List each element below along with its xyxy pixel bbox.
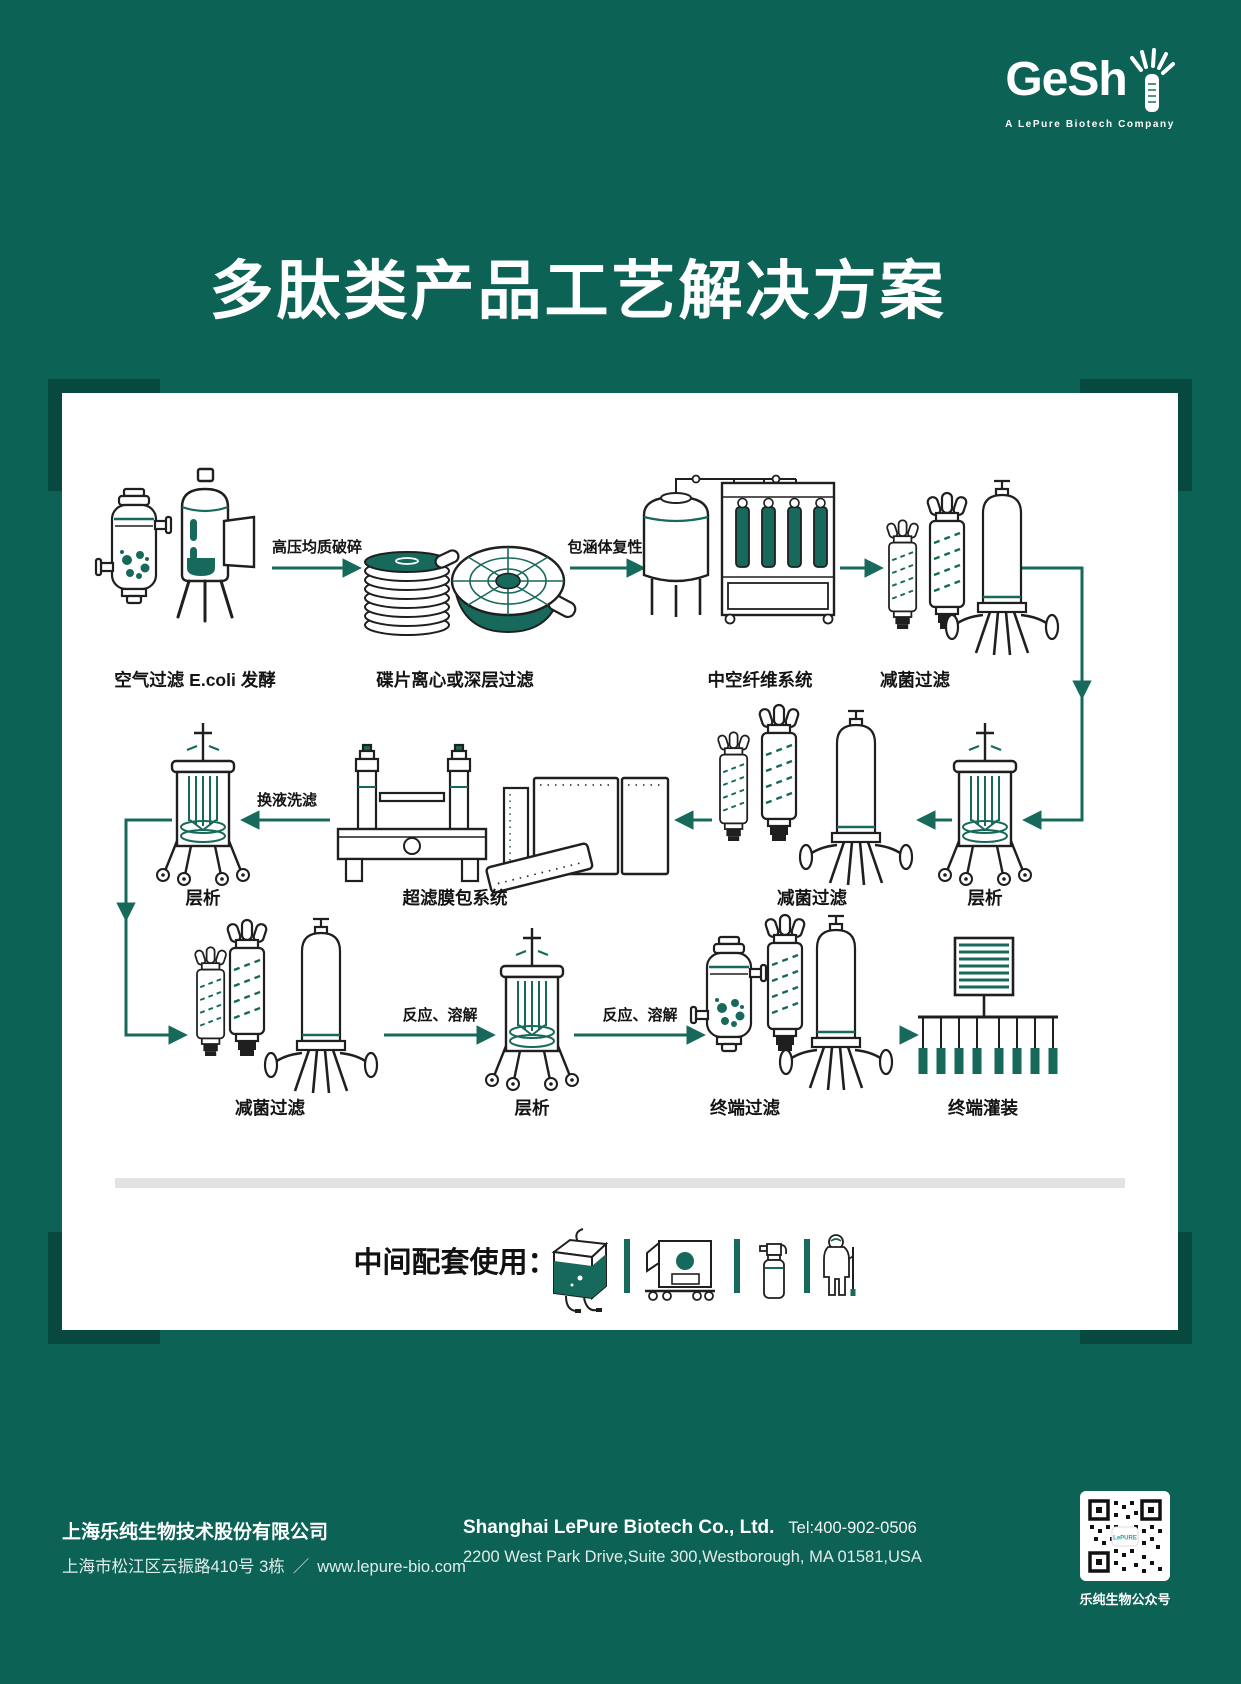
air-filter-capsule-icon bbox=[94, 487, 173, 605]
process-diagram-card: 空气过滤 E.coli 发酵 碟片离心或深层过滤 中空纤维系统 减菌过滤 层析 … bbox=[62, 393, 1178, 1330]
logo-tagline: A LePure Biotech Company bbox=[1005, 119, 1175, 130]
address-separator: ／ bbox=[292, 1558, 310, 1576]
poster-title: 多肽类产品工艺解决方案 bbox=[209, 255, 947, 327]
disc-stack-centrifuge-icon bbox=[364, 551, 450, 636]
step-label-hollow-fiber-system: 中空纤维系统 bbox=[707, 670, 813, 690]
hollow-fiber-system-icon bbox=[642, 474, 836, 625]
company-name-en: Shanghai LePure Biotech Co., Ltd. bbox=[463, 1517, 775, 1538]
address-cn: 上海市松江区云振路410号 3栋 bbox=[62, 1558, 285, 1576]
address-cn-line: 上海市松江区云振路410号 3栋 ／ www.lepure-bio.com bbox=[62, 1553, 466, 1577]
step-label-chromatography: 层析 bbox=[185, 888, 221, 908]
filling-manifold-icon bbox=[918, 936, 1058, 1074]
step-label-bioburden-filtration: 减菌过滤 bbox=[777, 888, 847, 908]
company-name-en-line: Shanghai LePure Biotech Co., Ltd. Tel:400… bbox=[463, 1517, 922, 1539]
filter-cartridge-icon bbox=[763, 913, 807, 1053]
step-label-bioburden-filtration: 减菌过滤 bbox=[880, 670, 950, 690]
spray-bottle-icon bbox=[759, 1243, 788, 1299]
divider-bar bbox=[115, 1178, 1125, 1188]
cleanroom-suit-icon bbox=[823, 1234, 856, 1296]
separator-bar bbox=[734, 1239, 740, 1293]
qr-caption: 乐纯生物公众号 bbox=[1079, 1592, 1171, 1607]
fermenter-icon bbox=[176, 467, 256, 623]
chromatography-column-icon bbox=[484, 926, 580, 1092]
geshi-wordmark: GeSh bbox=[995, 48, 1185, 114]
address-en: 2200 West Park Drive,Suite 300,Westborou… bbox=[463, 1548, 922, 1566]
geshi-logo: GeSh A LePure Biotech Company bbox=[995, 48, 1185, 130]
separator-bar bbox=[804, 1239, 810, 1293]
arrow-label-homogenization: 高压均质破碎 bbox=[271, 539, 363, 556]
single-use-bag-icon bbox=[551, 1228, 609, 1313]
company-name-cn: 上海乐纯生物技术股份有限公司 bbox=[62, 1522, 329, 1543]
process-flow-diagram bbox=[94, 467, 1125, 1313]
geshi-wordmark-text: GeSh bbox=[1005, 53, 1127, 106]
filter-cartridge-icon bbox=[225, 918, 269, 1058]
qr-code: LePURE bbox=[1080, 1491, 1170, 1581]
footer-en: Shanghai LePure Biotech Co., Ltd. Tel:400… bbox=[463, 1517, 922, 1567]
step-label-chromatography: 层析 bbox=[514, 1098, 550, 1118]
step-label-disc-or-depth-filtration: 碟片离心或深层过滤 bbox=[376, 670, 534, 690]
separator-bar bbox=[624, 1239, 630, 1293]
filter-cartridge-icon bbox=[925, 491, 969, 631]
step-label-air-filter-fermentation: 空气过滤 E.coli 发酵 bbox=[114, 670, 276, 690]
website-link: www.lepure-bio.com bbox=[317, 1558, 466, 1576]
accessories-label: 中间配套使用： bbox=[353, 1247, 557, 1279]
chromatography-column-icon bbox=[155, 721, 251, 887]
step-label-chromatography: 层析 bbox=[967, 888, 1003, 908]
filter-i-starburst-icon bbox=[1129, 48, 1175, 112]
arrow-label-reaction-dissolution: 反应、溶解 bbox=[402, 1007, 478, 1024]
phone-number: Tel:400-902-0506 bbox=[788, 1519, 917, 1537]
arrow-label-inclusion-body-refolding: 包涵体复性 bbox=[567, 539, 643, 556]
qr-code-pattern: LePURE bbox=[1088, 1499, 1162, 1573]
step-label-bioburden-filtration: 减菌过滤 bbox=[235, 1098, 305, 1118]
transfer-cart-icon bbox=[645, 1240, 715, 1301]
uf-membrane-holder-icon bbox=[336, 743, 488, 883]
qr-center-logo: LePURE bbox=[1113, 1536, 1137, 1542]
step-label-final-filling: 终端灌装 bbox=[948, 1098, 1018, 1118]
flow-arrows bbox=[116, 558, 1092, 1045]
capsule-filter-icon bbox=[689, 935, 768, 1053]
filter-cartridge-icon bbox=[193, 946, 228, 1057]
chromatography-column-icon bbox=[937, 721, 1033, 887]
step-label-uf-cassette-system: 超滤膜包系统 bbox=[402, 888, 508, 908]
arrow-label-buffer-exchange: 换液洗滤 bbox=[256, 792, 318, 809]
filter-cartridge-icon bbox=[885, 519, 920, 630]
arrow-label-reaction-dissolution: 反应、溶解 bbox=[602, 1007, 678, 1024]
step-label-final-filtration: 终端过滤 bbox=[710, 1098, 780, 1118]
filter-cartridge-icon bbox=[757, 703, 801, 843]
filter-cartridge-icon bbox=[716, 731, 751, 842]
footer-cn: 上海乐纯生物技术股份有限公司 上海市松江区云振路410号 3栋 ／ www.lepu… bbox=[62, 1517, 466, 1577]
filter-housing-icon bbox=[263, 917, 379, 1095]
filter-housing-icon bbox=[798, 709, 914, 887]
uf-membrane-cassettes-icon bbox=[485, 776, 670, 894]
depth-filter-module-icon bbox=[434, 545, 577, 634]
